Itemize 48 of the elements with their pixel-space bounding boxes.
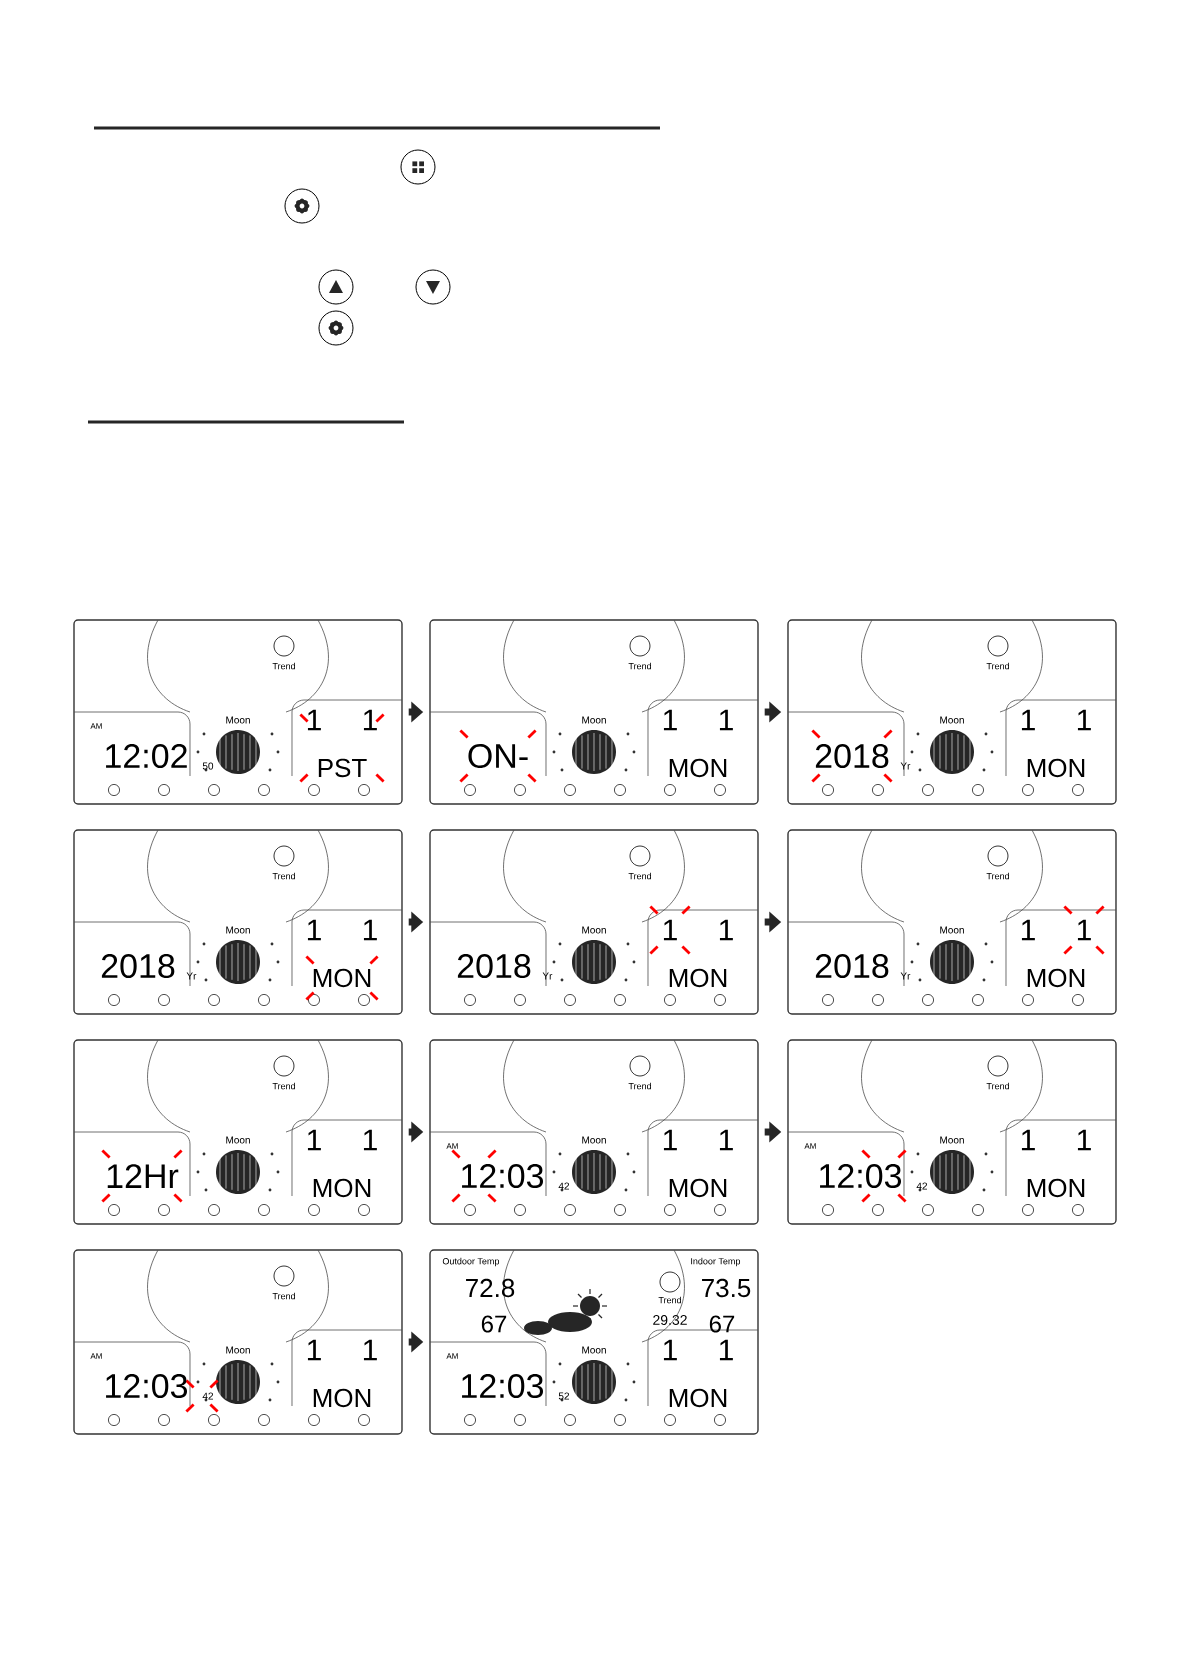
display-text: MON <box>313 1178 371 1198</box>
display-text: ON- <box>468 743 528 769</box>
display-text: 1 <box>363 709 377 731</box>
display-text: 73.5 <box>702 1278 751 1298</box>
display-text: 1 <box>1021 919 1035 941</box>
display-text: 1 <box>663 919 677 941</box>
display-text: PST <box>318 758 367 778</box>
display-text: 67 <box>709 1315 735 1333</box>
display-text: MON <box>1027 758 1085 778</box>
display-text: 67 <box>481 1315 507 1333</box>
display-text: 1 <box>1077 1129 1091 1151</box>
display-text: 12:03 <box>820 1163 901 1189</box>
display-text: MON <box>669 968 727 988</box>
display-text: MON <box>669 758 727 778</box>
display-text: 12:02 <box>106 743 187 769</box>
display-text: 1 <box>719 1129 733 1151</box>
display-text: 72.8 <box>466 1278 515 1298</box>
display-text: 1 <box>663 709 677 731</box>
display-text: 1 <box>307 1129 321 1151</box>
display-text: 1 <box>1021 1129 1035 1151</box>
display-text: 1 <box>1077 709 1091 731</box>
display-text: MON <box>669 1388 727 1408</box>
display-text: 12:03 <box>462 1373 544 1399</box>
display-text: 1 <box>307 1339 321 1361</box>
display-text: 1 <box>363 1129 377 1151</box>
display-text: 1 <box>363 1339 377 1361</box>
display-text: 1 <box>663 1129 677 1151</box>
display-text: 12:03 <box>106 1373 188 1399</box>
display-text: 12Hr <box>107 1164 179 1188</box>
display-text: 1 <box>719 709 733 731</box>
display-text: 1 <box>663 1339 677 1361</box>
display-text: 2018 <box>815 953 889 979</box>
display-text: MON <box>313 968 371 988</box>
display-text: MON <box>669 1178 727 1198</box>
display-text: 1 <box>307 919 321 941</box>
display-text: 12:03 <box>462 1163 544 1189</box>
display-text: 1 <box>363 919 377 941</box>
display-text: MON <box>313 1388 371 1408</box>
display-text: 1 <box>719 919 733 941</box>
display-text: 2018 <box>101 953 175 979</box>
display-text: 1 <box>307 709 321 731</box>
display-text: MON <box>1027 1178 1085 1198</box>
display-text: 1 <box>1077 919 1091 941</box>
display-text: 1 <box>1021 709 1035 731</box>
display-text: 2018 <box>815 743 889 769</box>
display-text: MON <box>1027 968 1085 988</box>
display-text: 1 <box>719 1339 733 1361</box>
display-text: 2018 <box>457 953 531 979</box>
